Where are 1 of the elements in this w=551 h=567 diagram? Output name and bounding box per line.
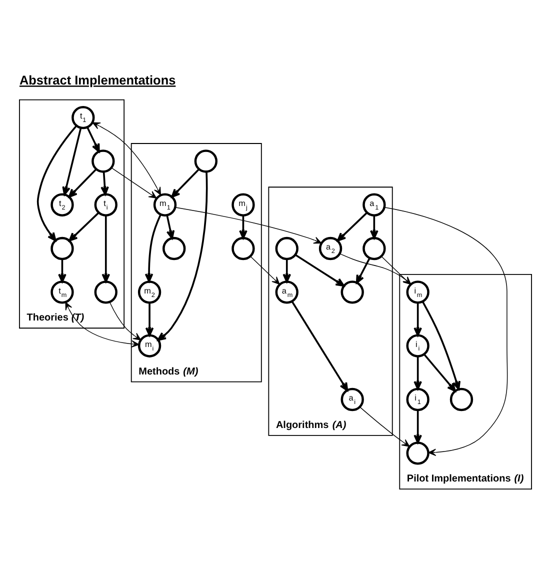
diagram-title: Abstract Implementations xyxy=(19,72,176,88)
